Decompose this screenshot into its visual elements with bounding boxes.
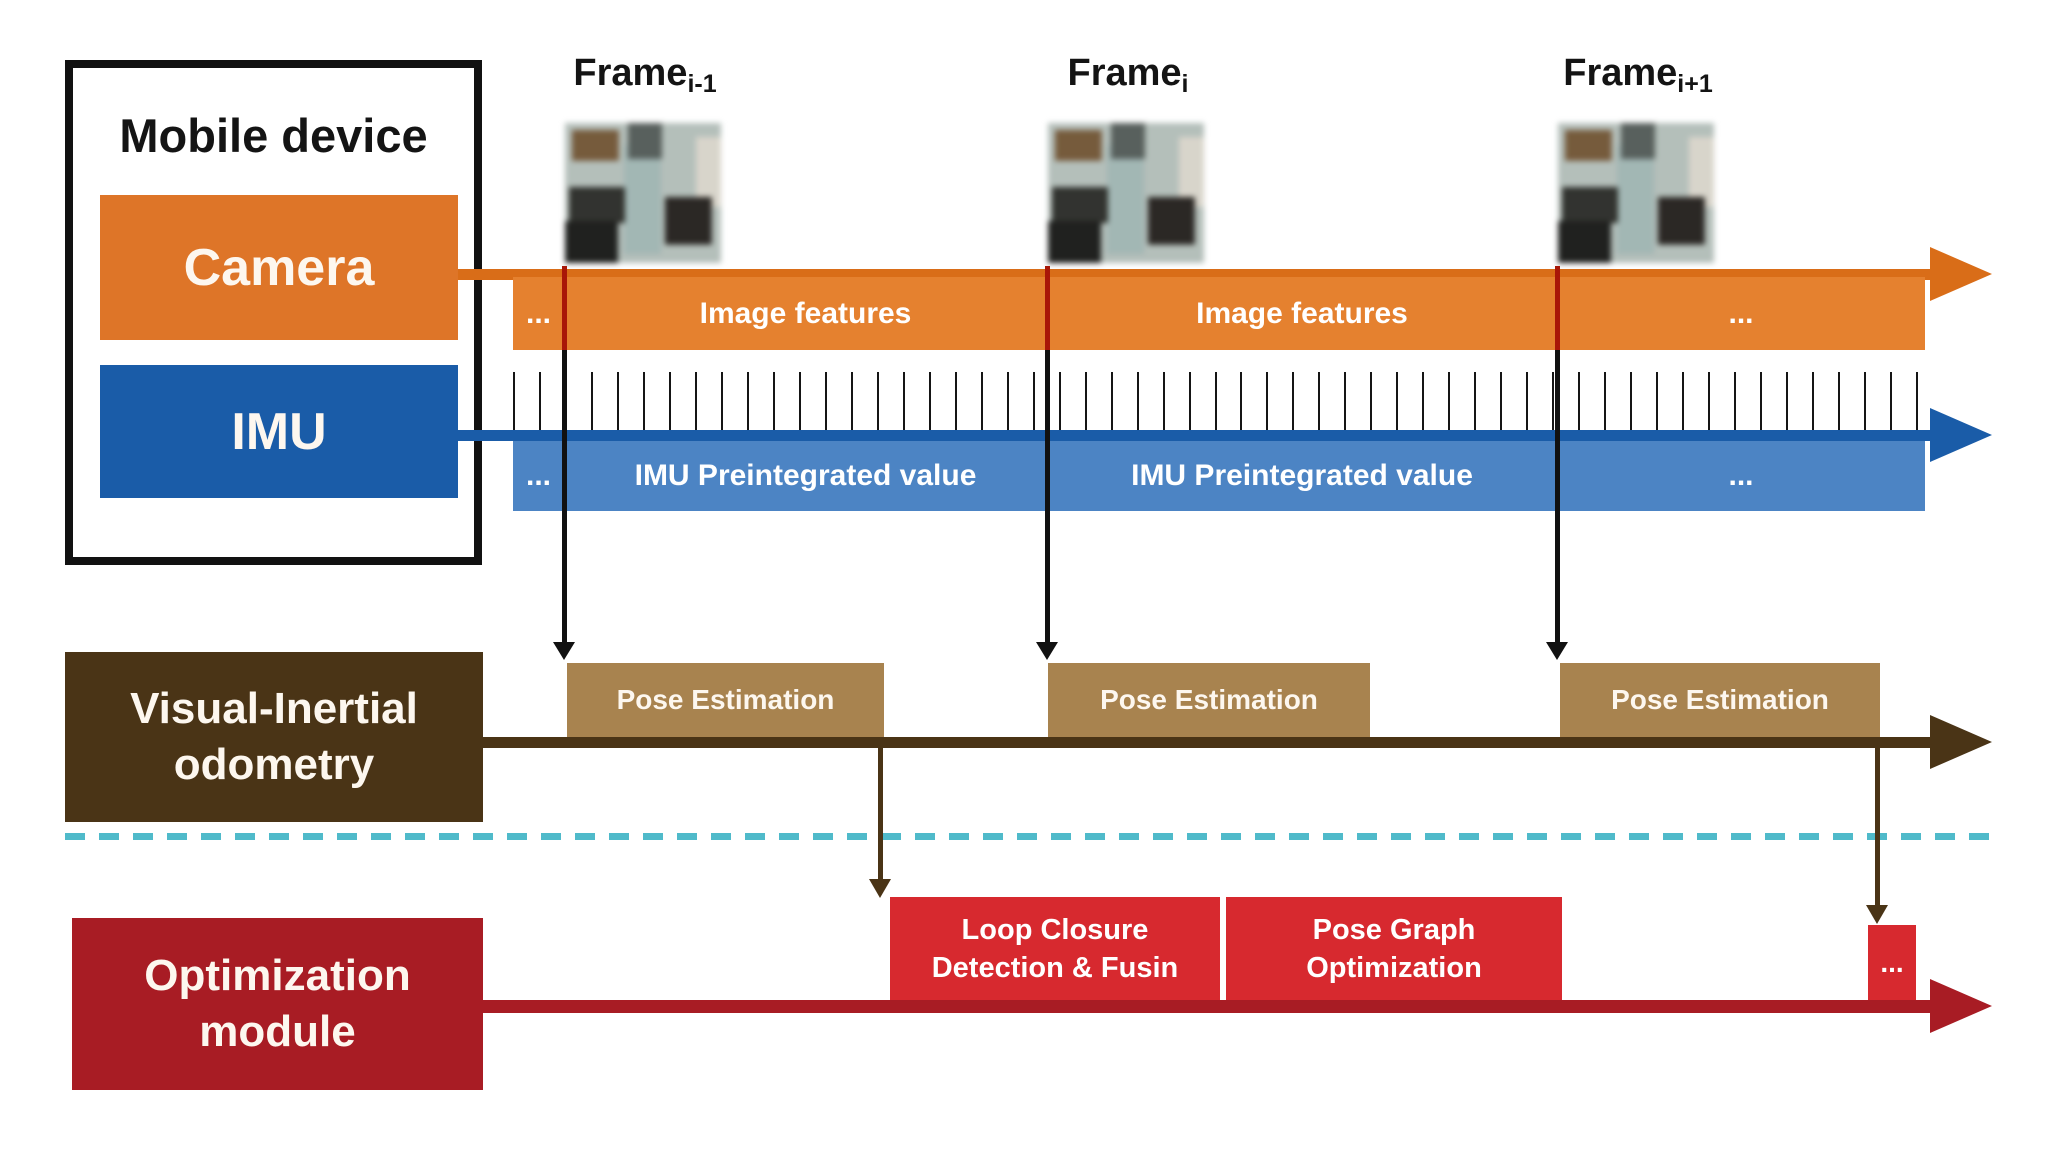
imu-box: IMU [100,365,458,498]
imu-label: IMU [231,402,327,461]
camera-frame-photo-3 [1558,123,1714,263]
pose-graph-optimization-box: Pose Graph Optimization [1226,897,1562,1000]
camera-bar-ellipsis-right: ... [1728,296,1754,330]
optimization-label-line1: Optimization [144,951,411,1000]
imu-bar-segment-1: IMU Preintegrated value [634,459,977,492]
frame-arrow-line-1 [562,350,567,646]
optimization-ellipsis-box: ... [1868,925,1916,1000]
camera-box: Camera [100,195,458,340]
pose-estimation-box-3: Pose Estimation [1560,663,1880,737]
camera-bar-ellipsis-left: ... [525,296,551,330]
pose-estimation-box-2: Pose Estimation [1048,663,1370,737]
mobile-device-title: Mobile device [119,108,428,162]
imu-bar-ellipsis-left: ... [525,459,551,492]
camera-timeline-arrow-icon [1930,247,1992,301]
frame-line-red-2 [1045,266,1050,350]
camera-frame-photo-2 [1048,123,1204,263]
pose-estimation-box-1: Pose Estimation [567,663,884,737]
frame-line-red-3 [1555,266,1560,350]
frame-arrowhead-icon-3 [1546,642,1568,660]
camera-frame-photo-1 [565,123,721,263]
frame-arrowhead-icon-2 [1036,642,1058,660]
camera-bar-segment-1: Image features [699,296,912,330]
vio-label-line2: odometry [173,740,375,789]
visual-inertial-odometry-box: Visual-Inertial odometry [65,652,483,822]
camera-bar-segment-2: Image features [1196,296,1408,330]
optimization-timeline-arrow-icon [1930,979,1992,1033]
frame-arrowhead-icon-1 [553,642,575,660]
imu-timeline-arrow-icon [1930,408,1992,462]
module-separator-dashed-line [65,833,1990,840]
imu-bar-ellipsis-right: ... [1728,459,1754,492]
camera-timeline-line [458,269,1935,280]
vio-label-line1: Visual-Inertial [130,684,418,733]
vio-timeline-arrow-icon [1930,715,1992,769]
vio-timeline-line [483,737,1935,748]
imu-data-bar: ... IMU Preintegrated value IMU Preinteg… [513,441,1925,511]
vio-to-loop-closure-arrow-line [878,748,883,882]
imu-timeline-line [458,430,1935,441]
vio-to-optimization-arrowhead-icon [1866,905,1888,924]
imu-bar-segment-2: IMU Preintegrated value [1131,459,1473,492]
vio-to-loop-closure-arrowhead-icon [869,879,891,898]
loop-closure-detection-box: Loop Closure Detection & Fusin [890,897,1220,1000]
optimization-module-box: Optimization module [72,918,483,1090]
imu-sample-ticks [513,372,1918,430]
optimization-label-line2: module [199,1007,356,1056]
camera-label: Camera [183,238,375,297]
optimization-timeline-line [483,1000,1935,1013]
frame-arrow-line-2 [1045,350,1050,646]
camera-data-bar: ... Image features Image features ... [513,277,1925,350]
frame-arrow-line-3 [1555,350,1560,646]
vio-to-optimization-arrow-line [1875,748,1880,908]
frame-line-red-1 [562,266,567,350]
